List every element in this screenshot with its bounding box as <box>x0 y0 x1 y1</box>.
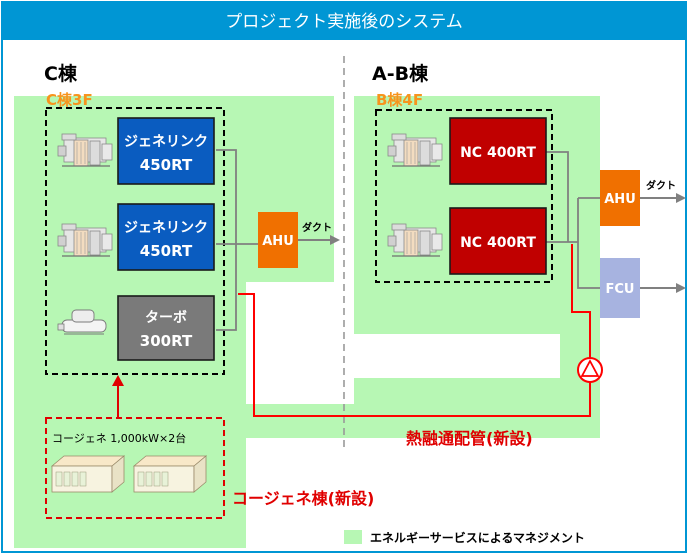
jenelink-1-label: ジェネリンク <box>124 134 208 150</box>
cogen-supply-arrowhead <box>112 375 124 386</box>
turbo-capacity: 300RT <box>140 332 193 350</box>
duct-c-arrowhead <box>330 235 340 245</box>
ahu-c-box <box>258 212 298 268</box>
cogen-group <box>45 417 225 519</box>
pump-triangle <box>580 359 600 377</box>
legend-swatch <box>344 530 362 544</box>
jenelink-1-capacity: 450RT <box>140 156 193 174</box>
cogen-spec-label: コージェネ 1,000kW×2台 <box>52 431 186 445</box>
duct-c-label: ダクト <box>302 221 332 234</box>
cogen-icon <box>51 455 125 493</box>
chiller-icon <box>57 133 113 167</box>
chiller-icon <box>57 223 113 257</box>
fcu-arrowhead <box>676 283 686 293</box>
building-c-name: C棟 <box>44 62 78 85</box>
new-piping-label: 熱融通配管(新設) <box>406 429 533 448</box>
jenelink-2-capacity: 450RT <box>140 242 193 260</box>
fcu-box <box>600 258 640 318</box>
nc-2-box <box>449 207 547 275</box>
turbo-box <box>117 295 215 361</box>
managed-area-link <box>246 404 358 438</box>
legend-label: エネルギーサービスによるマネジメント <box>370 530 585 545</box>
pipe-ab-header <box>546 151 569 242</box>
page-title: プロジェクト実施後のシステム <box>225 12 463 32</box>
c-plant-group <box>45 107 225 375</box>
new-heat-pipe <box>238 293 591 417</box>
nc-2-label: NC 400RT <box>460 235 536 251</box>
title-bar <box>2 2 686 40</box>
jenelink-2-box <box>117 203 215 271</box>
ab-plant-group <box>375 109 553 283</box>
building-ab-floor: B棟4F <box>376 91 423 109</box>
chiller-icon <box>387 223 443 257</box>
fcu-label: FCU <box>606 282 635 297</box>
pipe-ab-branch <box>577 198 600 289</box>
nc-1-box <box>449 117 547 185</box>
pipe-c-return <box>216 149 237 244</box>
cogen-icon <box>133 455 207 493</box>
building-c-floor: C棟3F <box>46 91 93 109</box>
new-heat-pipe-ab <box>571 244 591 358</box>
ahu-c-label: AHU <box>262 234 294 249</box>
building-ab-name: A-B棟 <box>372 62 429 85</box>
ahu-ab-label: AHU <box>604 192 636 207</box>
nc-1-label: NC 400RT <box>460 145 536 161</box>
duct-ab-label: ダクト <box>646 179 676 192</box>
cogen-building-label: コージェネ棟(新設) <box>232 489 374 508</box>
chiller-icon <box>387 133 443 167</box>
jenelink-2-label: ジェネリンク <box>124 220 208 236</box>
ahu-ab-box <box>600 170 640 226</box>
jenelink-1-box <box>117 117 215 185</box>
pipe-c-turbo <box>216 244 237 331</box>
turbo-label: ターボ <box>145 310 187 326</box>
duct-ab-arrowhead <box>676 193 686 203</box>
